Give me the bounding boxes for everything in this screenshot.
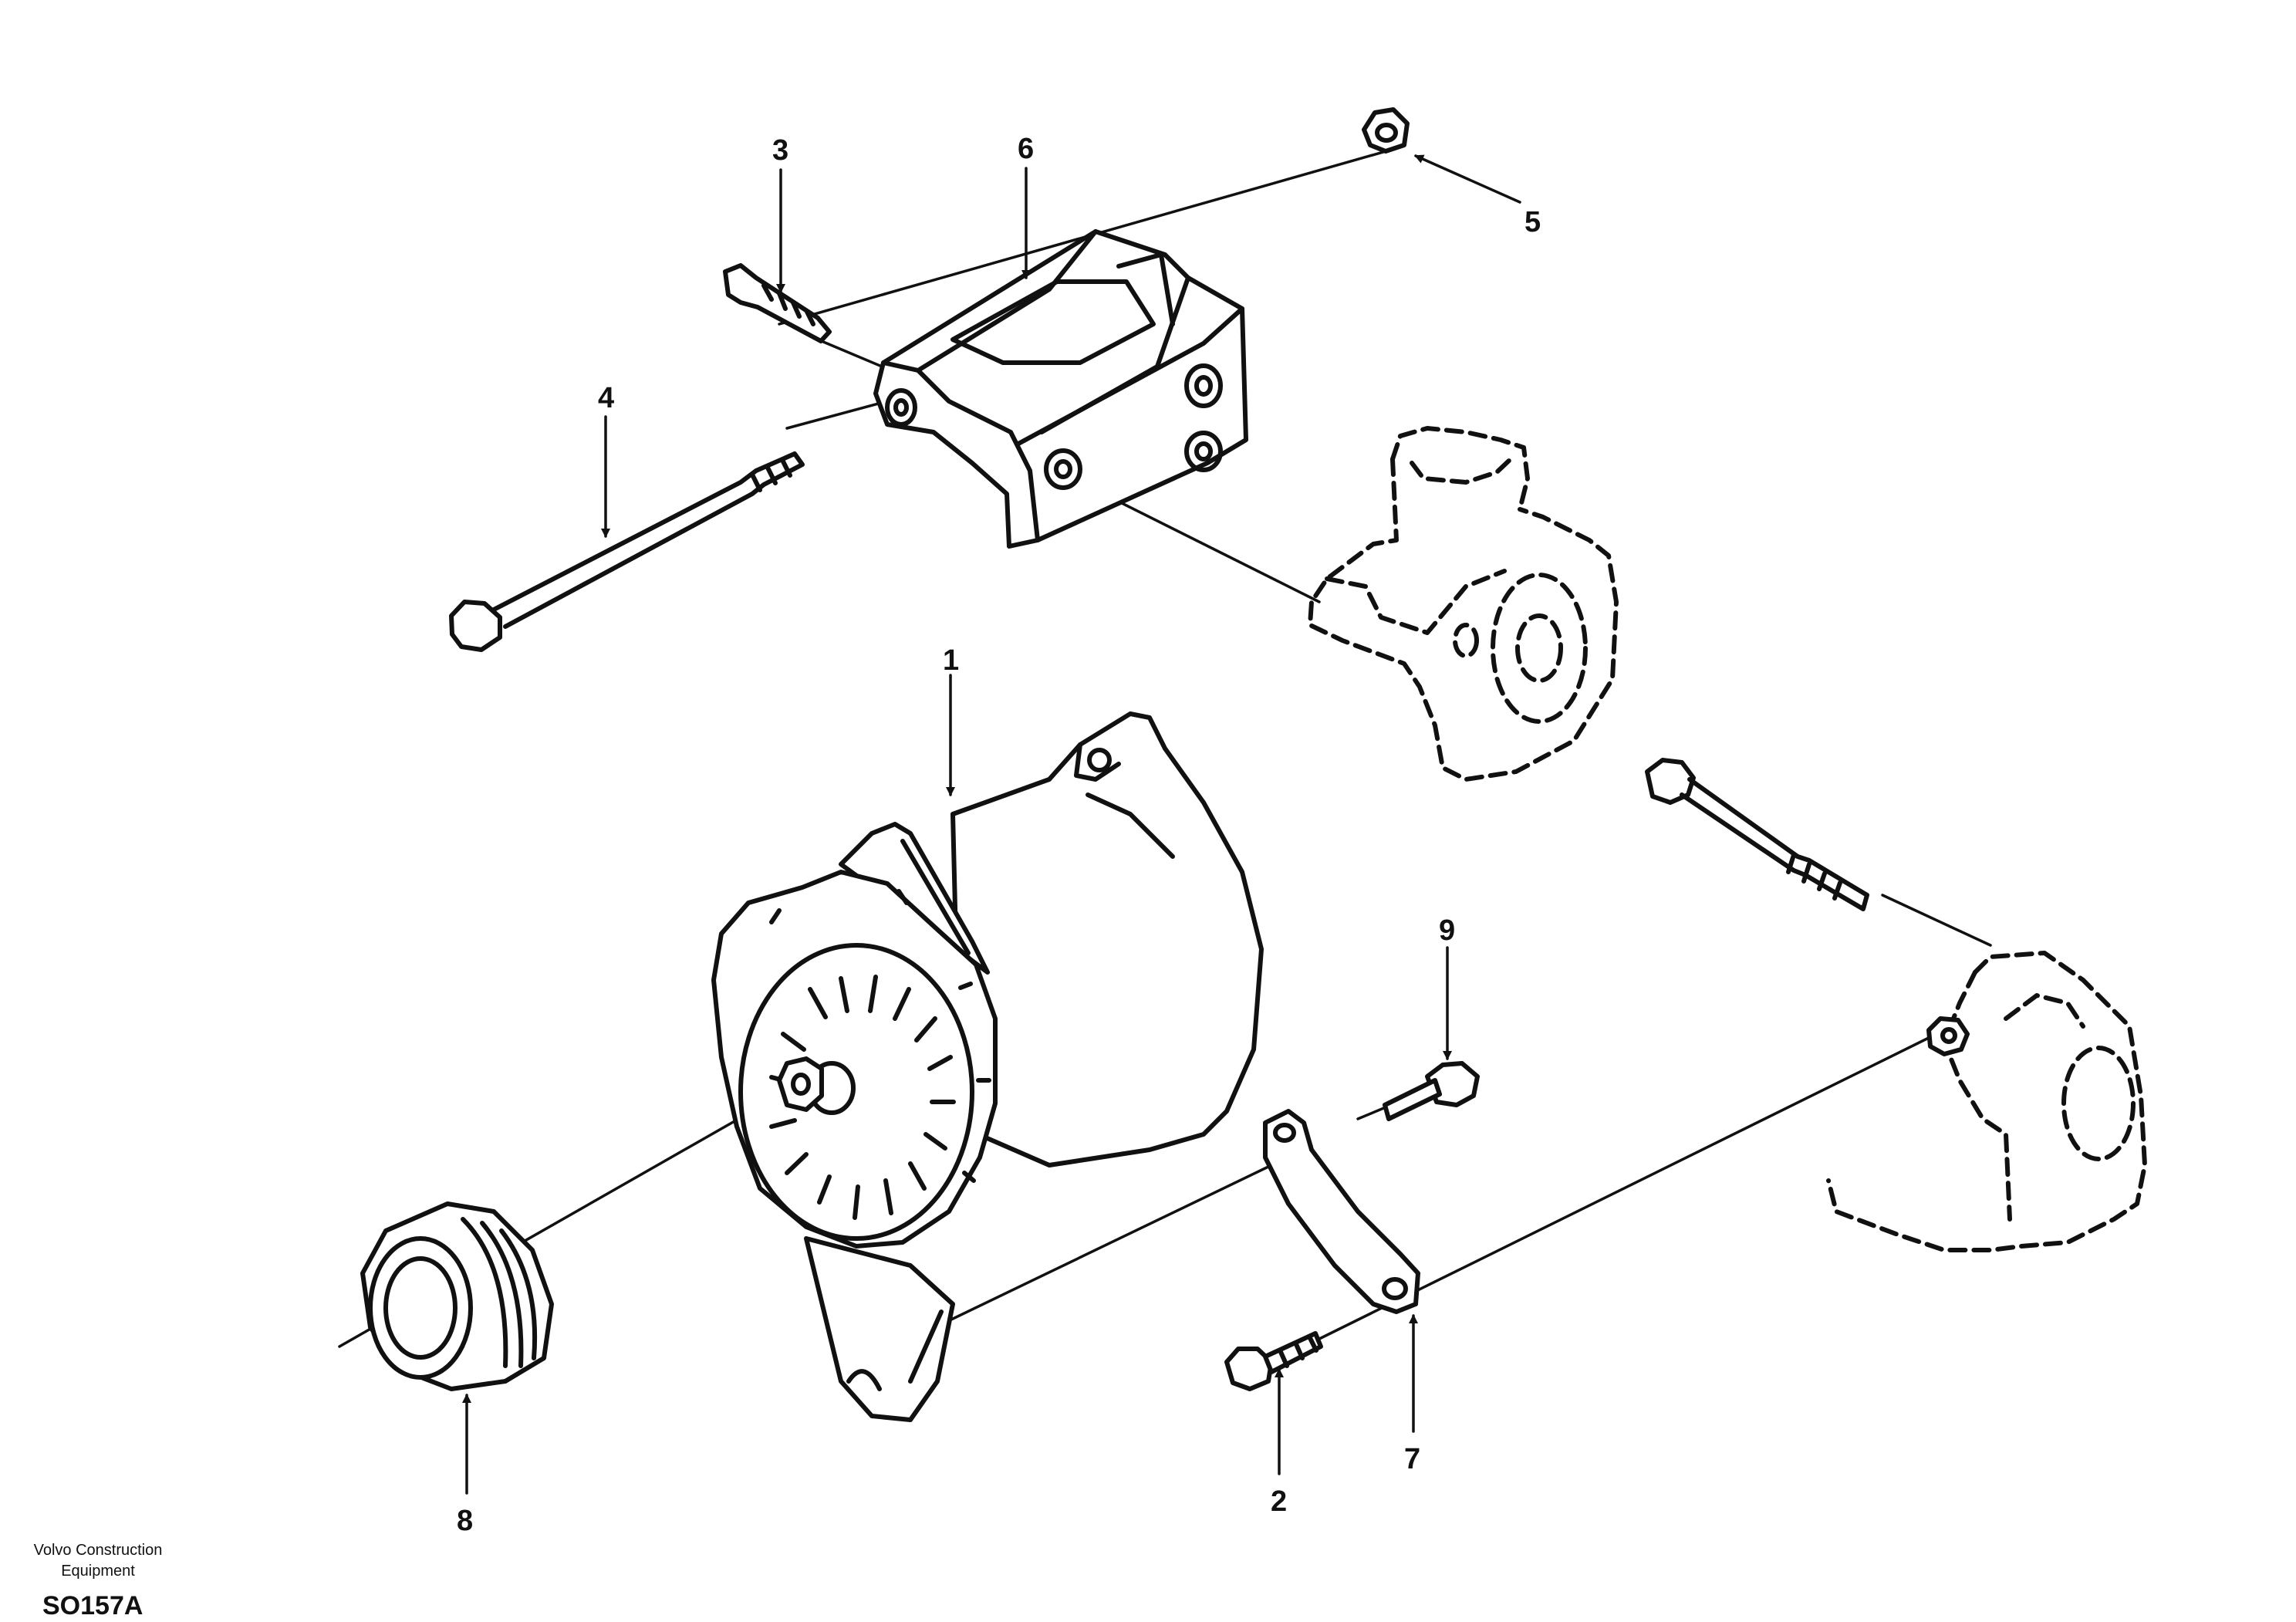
callout-8: 8 bbox=[457, 1505, 473, 1537]
part-8-pulley bbox=[360, 1201, 554, 1391]
callout-9: 9 bbox=[1439, 914, 1455, 947]
water-pump-housing-outline bbox=[1308, 426, 1619, 782]
callout-2: 2 bbox=[1271, 1485, 1287, 1518]
right-bolt bbox=[1645, 758, 1869, 911]
callout-7: 7 bbox=[1404, 1443, 1420, 1475]
part-9-bolt bbox=[1383, 1061, 1480, 1121]
callout-6: 6 bbox=[1018, 133, 1034, 165]
mounting-bracket-outline bbox=[1826, 951, 2147, 1252]
part-1-alternator bbox=[711, 711, 1264, 1422]
callout-leaders bbox=[462, 154, 1521, 1495]
part-5-nut bbox=[1362, 107, 1410, 154]
callout-1: 1 bbox=[943, 644, 959, 677]
callout-3: 3 bbox=[772, 134, 788, 167]
part-4-long-bolt bbox=[449, 451, 805, 652]
drawing-code: SO157A bbox=[42, 1591, 143, 1620]
callout-4: 4 bbox=[598, 382, 614, 414]
brand-line-2: Equipment bbox=[61, 1563, 135, 1580]
callout-5: 5 bbox=[1524, 206, 1541, 238]
part-6-bracket bbox=[873, 229, 1248, 549]
brand-line-1: Volvo Construction bbox=[34, 1542, 163, 1559]
part-7-strap bbox=[1263, 1109, 1420, 1314]
part-3-bolt bbox=[723, 263, 832, 343]
part-2-bolt bbox=[1224, 1331, 1323, 1391]
